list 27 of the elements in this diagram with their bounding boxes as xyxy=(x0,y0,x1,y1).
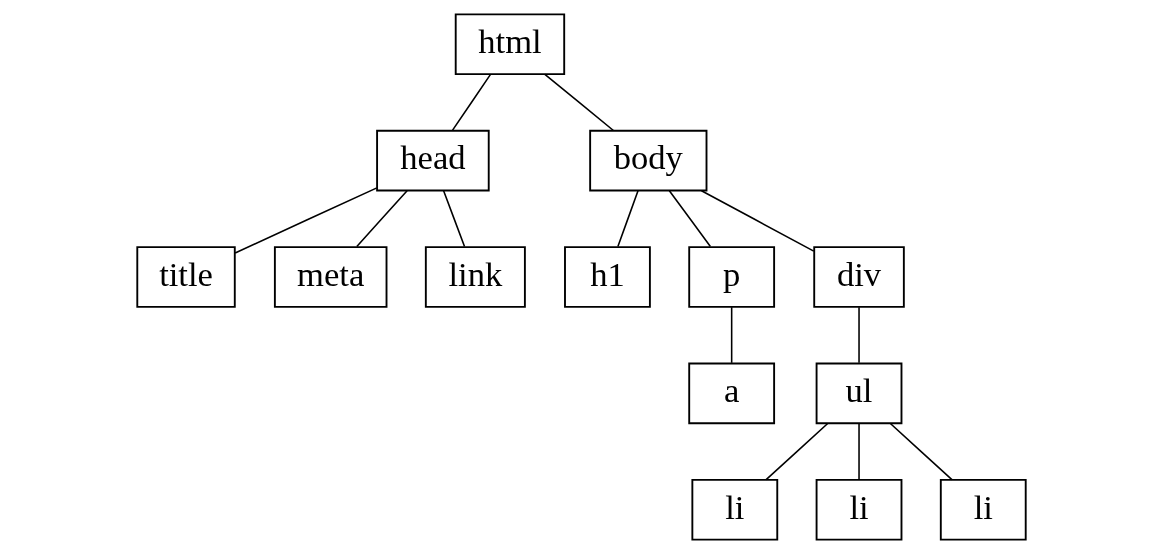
node-box: li xyxy=(690,478,778,541)
connector xyxy=(543,73,614,132)
node-box: head xyxy=(375,129,490,192)
connector xyxy=(668,190,711,248)
node-box: meta xyxy=(273,246,387,308)
node-box: li xyxy=(939,478,1027,541)
node-box: title xyxy=(135,246,236,308)
connector xyxy=(700,190,814,252)
connector xyxy=(233,187,378,254)
node-box: a xyxy=(687,362,775,425)
connector xyxy=(616,190,639,248)
connector xyxy=(857,306,860,364)
node-box: html xyxy=(454,13,565,76)
node-box: div xyxy=(812,246,905,308)
connector xyxy=(764,422,828,481)
connector xyxy=(451,73,491,131)
connector xyxy=(442,190,465,248)
node-box: p xyxy=(687,246,775,308)
node-box: body xyxy=(588,129,707,192)
node-box: li xyxy=(815,478,902,541)
node-box: link xyxy=(424,246,526,308)
connector xyxy=(355,190,408,248)
node-box: h1 xyxy=(563,246,651,308)
node-box: ul xyxy=(815,362,902,425)
connector xyxy=(857,422,860,480)
connector xyxy=(889,422,953,481)
connector xyxy=(730,306,732,364)
